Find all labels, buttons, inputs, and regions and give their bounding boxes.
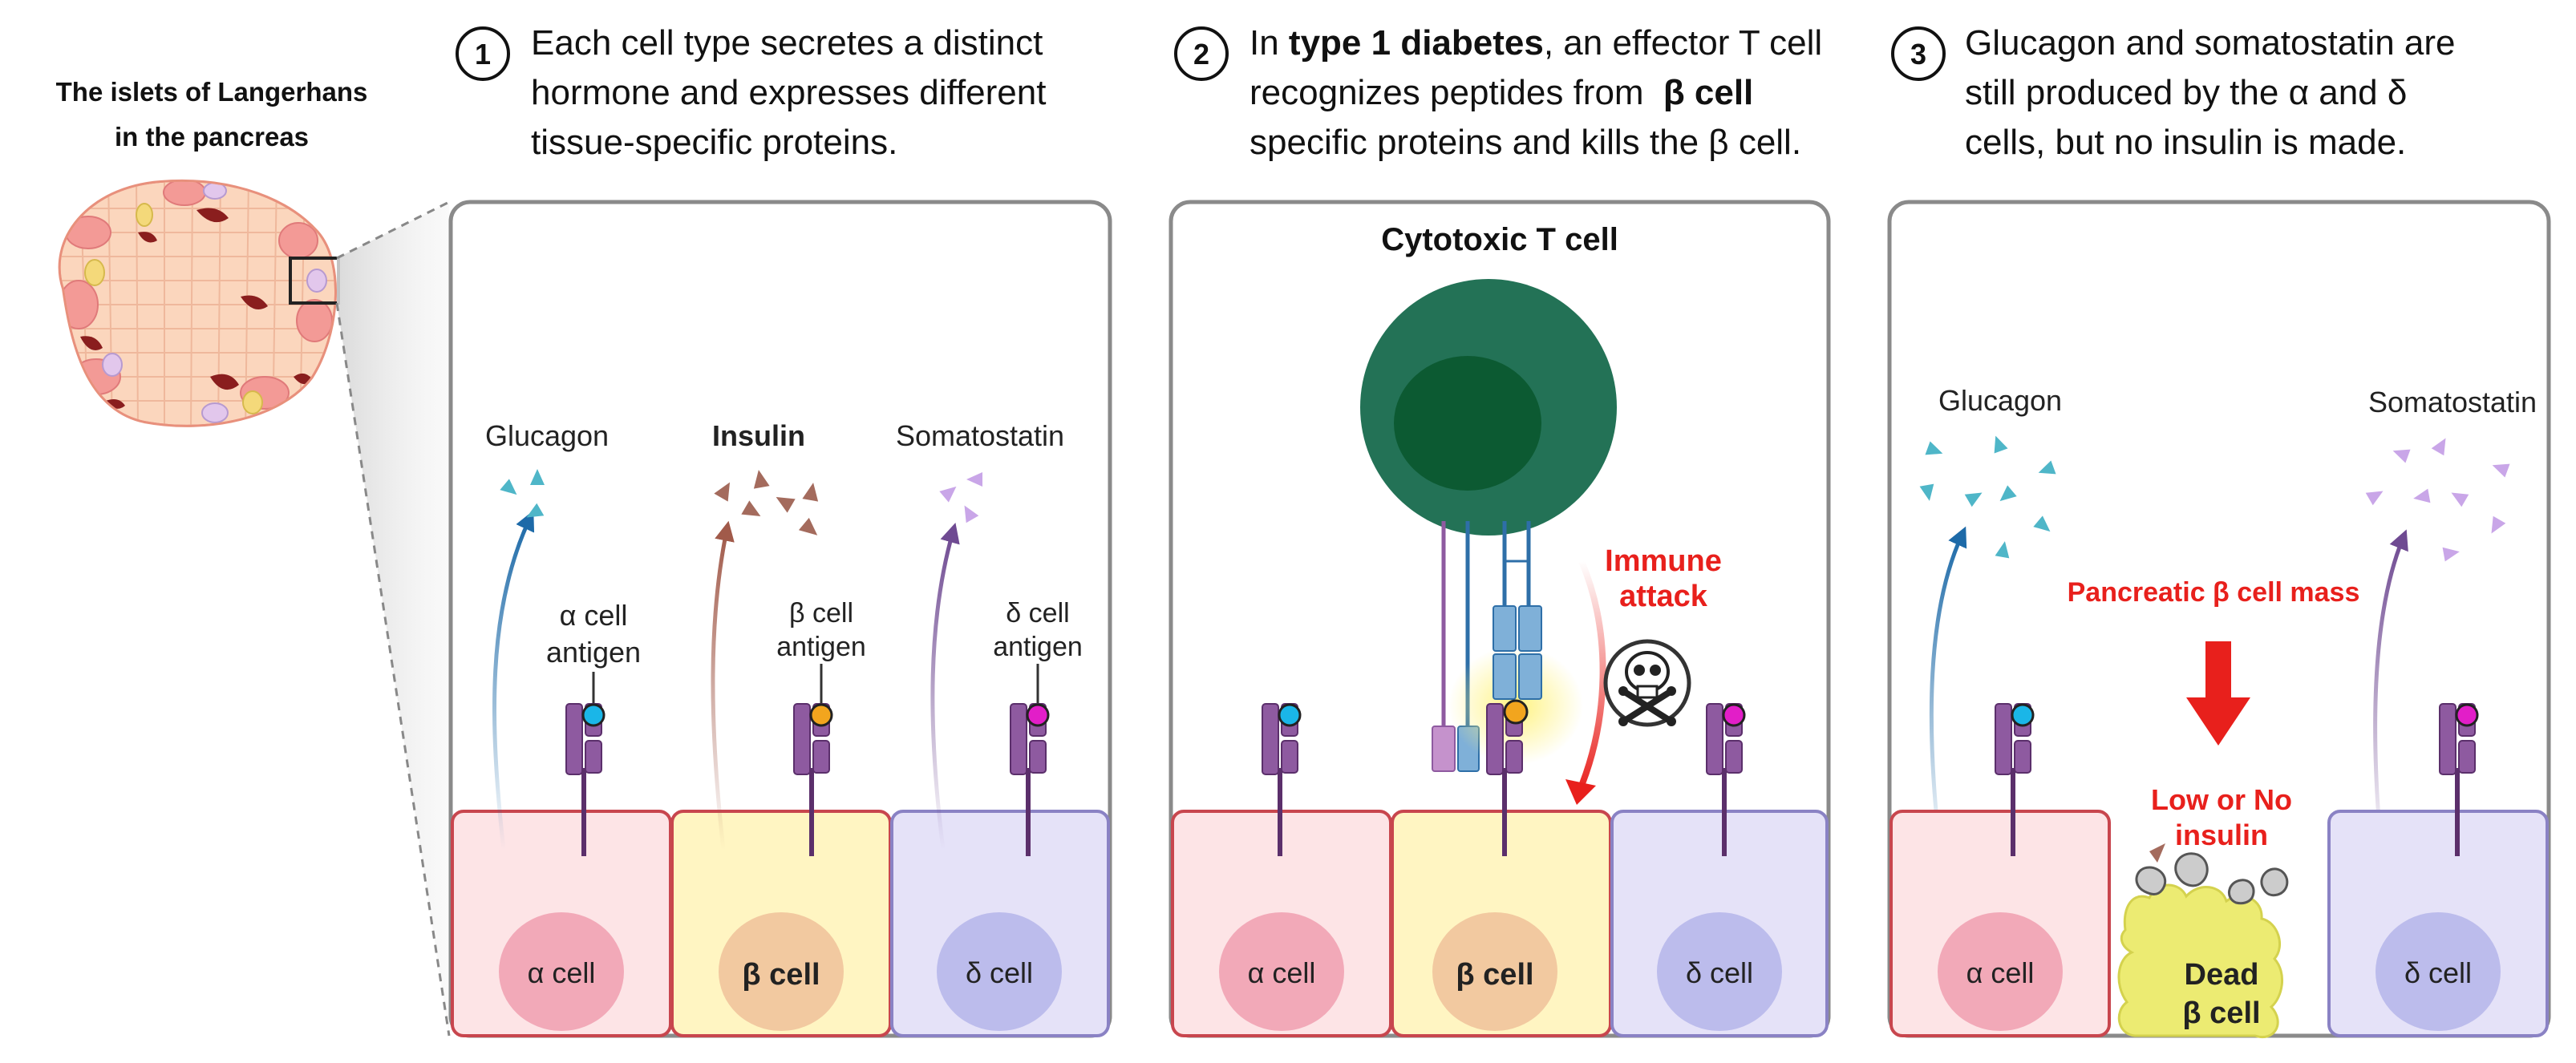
step3-text-line1: Glucagon and somatostatin are (1965, 23, 2456, 63)
residual-insulin-molecule (2149, 843, 2165, 863)
step3-section: 3 Glucagon and somatostatin are still pr… (1887, 23, 2551, 1039)
step2-alpha-nucleus (1219, 912, 1344, 1031)
step1-alpha-nucleus (499, 912, 624, 1031)
t-cell-receptor (1493, 605, 1542, 700)
step1-number-badge (456, 26, 510, 81)
step3-alpha-nucleus (1938, 912, 2063, 1031)
step1-insulin-label: Insulin (712, 419, 805, 452)
dead-cell-label-line2: β cell (2182, 996, 2260, 1030)
step1-glucagon-secretion-arrow (492, 510, 535, 851)
step3-alpha-cell-label: α cell (1966, 956, 2035, 989)
step3-alpha-antigen (2011, 703, 2035, 727)
step1-alpha-antigen (581, 703, 606, 727)
islet-title-line2: in the pancreas (115, 122, 309, 152)
step3-number-badge (1891, 26, 1946, 81)
step2-beta-cell-label: β cell (1456, 958, 1533, 992)
step1-somatostatin-label: Somatostatin (896, 419, 1064, 452)
step1-text-line3: tissue-specific proteins. (531, 123, 897, 162)
step1-insulin-secretion-arrow (711, 520, 735, 851)
immune-attack-label-line1: Immune (1605, 544, 1722, 578)
islet-title-line1: The islets of Langerhans (56, 77, 368, 107)
step2-alpha-antigen (1278, 703, 1302, 727)
beta-cell-mass-label: Pancreatic β cell mass (2068, 577, 2360, 608)
step3-somatostatin-secretion-arrow (2373, 529, 2408, 859)
dead-beta-cell (2117, 883, 2284, 1039)
step3-delta-cell-label: δ cell (2404, 956, 2472, 989)
step1-delta-cell-label: δ cell (966, 956, 1033, 989)
step2-section: 2 In type 1 diabetes, an effector T cell… (1169, 23, 1831, 1038)
immune-attack-label-line2: attack (1619, 580, 1708, 613)
step1-beta-antigen-label-line1: β cell (789, 598, 853, 629)
step1-beta-antigen (809, 703, 833, 727)
step1-beta-cell-label: β cell (742, 958, 820, 992)
step1-beta-antigen-label-line2: antigen (776, 632, 866, 662)
step1-somatostatin-secretion-arrow (930, 522, 960, 851)
dead-cell-label-line1: Dead (2185, 958, 2259, 992)
cell-debris (2135, 852, 2289, 905)
step1-delta-antigen-label-line1: δ cell (1006, 598, 1069, 629)
t-cell-nucleus (1394, 356, 1541, 491)
step3-glucagon-label: Glucagon (1938, 384, 2062, 417)
step2-beta-antigen (1503, 699, 1529, 725)
step1-delta-nucleus (937, 912, 1062, 1031)
low-insulin-label-line2: insulin (2175, 818, 2268, 851)
step2-tcell-label: Cytotoxic T cell (1381, 222, 1618, 257)
step1-glucagon-label: Glucagon (485, 419, 609, 452)
immune-attack-arrow (1575, 560, 1606, 795)
cd8-coreceptor (1432, 726, 1456, 772)
step2-delta-antigen (1722, 703, 1746, 727)
step2-number-badge (1174, 26, 1229, 81)
step3-delta-nucleus (2376, 912, 2501, 1031)
step1-alpha-cell-label: α cell (528, 956, 596, 989)
step1-delta-antigen-label-line2: antigen (993, 632, 1083, 662)
step2-number: 2 (1193, 38, 1209, 71)
step2-beta-nucleus (1432, 912, 1557, 1031)
skull-crossbones-icon (1603, 639, 1691, 727)
step3-number: 3 (1910, 38, 1926, 71)
islet-illustration (58, 179, 340, 427)
step1-text-line2: hormone and expresses different (531, 73, 1046, 112)
step2-text-line2: recognizes peptides from β cell (1250, 73, 1753, 112)
step2-delta-cell-label: δ cell (1686, 956, 1753, 989)
step1-text-line1: Each cell type secretes a distinct (531, 23, 1043, 63)
step2-text-line1: In type 1 diabetes, an effector T cell (1250, 23, 1822, 63)
step2-alpha-cell-label: α cell (1248, 956, 1316, 989)
islet-section: The islets of Langerhans in the pancreas (56, 77, 451, 1037)
step1-number: 1 (475, 38, 491, 71)
step3-glucagon-secretion-arrow (1929, 526, 1967, 859)
step1-alpha-antigen-label-line1: α cell (560, 599, 628, 632)
zoom-projection (337, 202, 449, 1036)
step2-text-line3: specific proteins and kills the β cell. (1250, 123, 1801, 162)
step3-text-line2: still produced by the α and δ (1965, 73, 2407, 112)
step1-beta-nucleus (719, 912, 844, 1031)
step1-section: 1 Each cell type secretes a distinct hor… (448, 23, 1112, 1038)
step3-text-line3: cells, but no insulin is made. (1965, 123, 2406, 162)
down-arrow-icon (2186, 641, 2250, 746)
step1-delta-antigen (1026, 703, 1050, 727)
step2-delta-nucleus (1657, 912, 1782, 1031)
step3-somatostatin-label: Somatostatin (2368, 386, 2537, 418)
step1-alpha-antigen-label-line2: antigen (546, 636, 641, 669)
step3-delta-antigen (2455, 703, 2479, 727)
low-insulin-label-line1: Low or No (2151, 783, 2292, 816)
